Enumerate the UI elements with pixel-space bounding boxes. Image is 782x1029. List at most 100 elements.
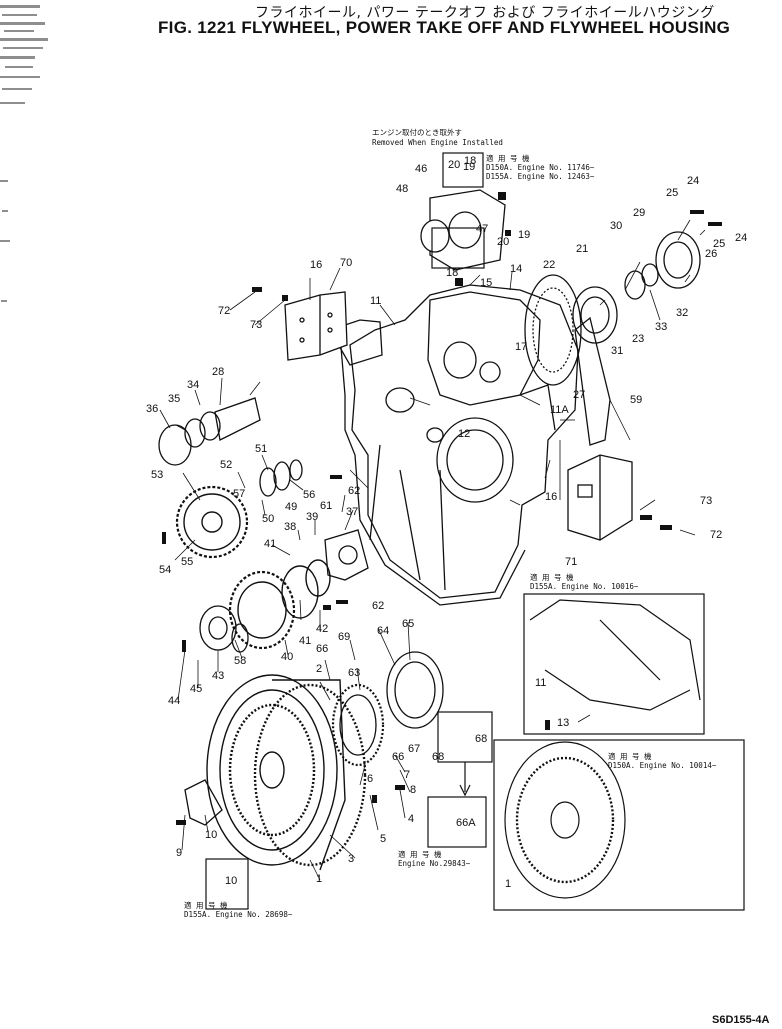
gear-22 — [524, 274, 582, 386]
callout-30: 30 — [610, 220, 622, 232]
callout-62b: 62 — [372, 600, 384, 612]
applicability-mid-jp: 適 用 号 機 — [530, 573, 574, 582]
callout-11-detail: 11 — [535, 677, 546, 689]
callout-1-detail: 1 — [505, 878, 511, 890]
callout-15: 15 — [480, 277, 492, 289]
ring-gear-63 — [331, 683, 385, 767]
callout-19-detail: 19 — [463, 161, 475, 173]
callout-64: 64 — [377, 625, 389, 637]
detail-box-68 — [437, 711, 493, 797]
plate-10 — [184, 779, 223, 826]
callout-72: 72 — [218, 305, 230, 317]
callout-72b: 72 — [710, 529, 722, 541]
callout-10: 10 — [205, 829, 217, 841]
callout-53: 53 — [151, 469, 163, 481]
detail-box-66a — [427, 796, 487, 848]
callout-39: 39 — [306, 511, 318, 523]
callout-26: 26 — [705, 248, 717, 260]
mount-bracket-upper — [284, 291, 348, 361]
callout-40: 40 — [281, 651, 293, 663]
title-japanese: フライホイール, パワー テークオフ および フライホイールハウジング — [255, 5, 715, 21]
bearing-cover-21 — [572, 286, 618, 344]
callout-51: 51 — [255, 443, 267, 455]
callout-73: 73 — [250, 319, 262, 331]
callout-56: 56 — [303, 489, 315, 501]
ring-gear-3 — [253, 683, 367, 867]
callout-43: 43 — [212, 670, 224, 682]
callout-55: 55 — [181, 556, 193, 568]
callout-11: 11 — [370, 295, 381, 307]
callout-6: 6 — [367, 773, 373, 785]
callout-71: 71 — [565, 556, 577, 568]
leader-lines — [159, 219, 706, 881]
callout-29: 29 — [633, 207, 645, 219]
callout-42: 42 — [316, 623, 328, 635]
note-removed-jp: エンジン取付のとき取外す — [372, 128, 462, 137]
callout-70: 70 — [340, 257, 352, 269]
callout-14: 14 — [510, 263, 522, 275]
callout-numbers: 1 2 3 4 5 6 7 8 9 10 11 11A 12 13 14 15 … — [146, 155, 747, 890]
cover-37 — [324, 529, 369, 581]
detail-box-18-19 — [442, 152, 484, 188]
callout-24: 24 — [687, 175, 699, 187]
flywheel-housing — [329, 284, 579, 606]
callout-16b: 16 — [545, 491, 557, 503]
callout-24b: 24 — [735, 232, 747, 244]
callout-59: 59 — [630, 394, 642, 406]
callout-3: 3 — [348, 853, 354, 865]
gear-53 — [175, 485, 249, 559]
seal-group-right — [624, 231, 701, 300]
callout-28: 28 — [212, 366, 224, 378]
callout-49: 49 — [285, 501, 297, 513]
callout-41b: 41 — [299, 635, 311, 647]
pto-cover — [420, 189, 506, 271]
hub-43 — [199, 605, 249, 653]
callout-69: 69 — [338, 631, 350, 643]
callout-32: 32 — [676, 307, 688, 319]
callout-35: 35 — [168, 393, 180, 405]
callout-37: 37 — [346, 506, 358, 518]
callout-44: 44 — [168, 695, 180, 707]
callout-5: 5 — [380, 833, 386, 845]
callout-7: 7 — [404, 769, 410, 781]
callout-19: 19 — [518, 229, 530, 241]
callout-34: 34 — [187, 379, 199, 391]
callout-57: 57 — [233, 488, 245, 500]
callout-62: 62 — [348, 485, 360, 497]
callout-38: 38 — [284, 521, 296, 533]
applicability-mid-1: D155A. Engine No. 10016~ — [530, 582, 639, 591]
housing-64-65 — [386, 651, 444, 729]
applicability-bottom-jp: 適 用 号 機 — [398, 850, 442, 859]
callout-58: 58 — [234, 655, 246, 667]
callout-67: 67 — [408, 743, 420, 755]
callout-21: 21 — [576, 243, 588, 255]
detail-box-lower-right — [493, 739, 745, 911]
callout-33: 33 — [655, 321, 667, 333]
callout-68: 68 — [475, 733, 487, 745]
callout-17: 17 — [515, 341, 527, 353]
callout-63: 63 — [348, 667, 360, 679]
callout-10-detail: 10 — [225, 875, 237, 887]
callout-66b: 66 — [392, 751, 404, 763]
callout-65: 65 — [402, 618, 414, 630]
mount-bracket-lower — [567, 454, 633, 541]
callout-25b: 25 — [713, 238, 725, 250]
gasket-59 — [574, 316, 611, 446]
callout-73b: 73 — [700, 495, 712, 507]
callout-50: 50 — [262, 513, 274, 525]
callout-52: 52 — [220, 459, 232, 471]
callout-11a: 11A — [550, 404, 569, 416]
callout-12: 12 — [458, 428, 470, 440]
detail-box-10 — [205, 858, 249, 910]
callout-31: 31 — [611, 345, 623, 357]
gear-40 — [228, 559, 331, 650]
shaft-28-assembly — [158, 397, 261, 466]
callout-1: 1 — [316, 873, 322, 885]
detail-box-19-20 — [431, 227, 485, 269]
gear-assembly-51 — [259, 459, 303, 497]
callout-20b: 20 — [497, 236, 509, 248]
callout-48: 48 — [396, 183, 408, 195]
callout-25: 25 — [666, 187, 678, 199]
callout-46: 46 — [415, 163, 427, 175]
